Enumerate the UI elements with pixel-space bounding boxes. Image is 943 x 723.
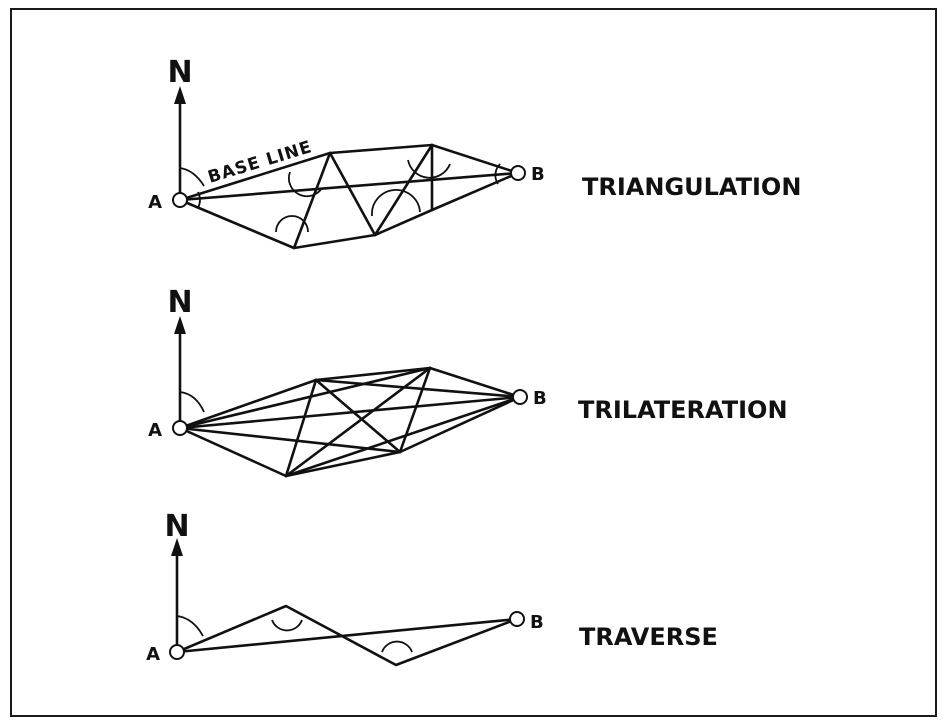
bearing-arc xyxy=(179,167,205,187)
north-label: N xyxy=(167,285,192,320)
station-b xyxy=(509,611,525,627)
traverse-title: TRAVERSE xyxy=(579,623,718,651)
bearing-arc xyxy=(176,615,204,637)
figure-frame xyxy=(10,8,937,717)
trilateration-panel: N A B TRILATERATION xyxy=(148,285,788,478)
station-a xyxy=(172,420,188,436)
point-b-label: B xyxy=(533,388,547,409)
traverse-network xyxy=(175,604,519,667)
angle-arcs xyxy=(271,619,413,653)
triangulation-title: TRIANGULATION xyxy=(582,173,801,201)
station-b xyxy=(512,389,528,405)
triangulation-panel: N A B BASE LINE TRIANGULATION xyxy=(148,55,801,250)
north-arrow-icon xyxy=(174,316,186,430)
station-b xyxy=(510,165,526,181)
triangulation-network xyxy=(178,143,520,250)
north-arrow-icon xyxy=(174,86,186,197)
traverse-panel: N A B TRAVERSE xyxy=(146,509,718,667)
point-a-label: A xyxy=(148,192,162,213)
point-b-label: B xyxy=(531,164,545,185)
point-b-label: B xyxy=(530,612,544,633)
trilateration-network xyxy=(178,366,522,478)
trilateration-title: TRILATERATION xyxy=(578,396,788,424)
station-a xyxy=(172,192,188,208)
bearing-arc xyxy=(179,391,205,413)
station-a xyxy=(169,644,185,660)
angle-arcs xyxy=(197,159,501,233)
north-label: N xyxy=(164,509,189,544)
point-a-label: A xyxy=(146,644,160,665)
north-label: N xyxy=(167,55,192,90)
point-a-label: A xyxy=(148,420,162,441)
north-arrow-icon xyxy=(171,538,183,654)
